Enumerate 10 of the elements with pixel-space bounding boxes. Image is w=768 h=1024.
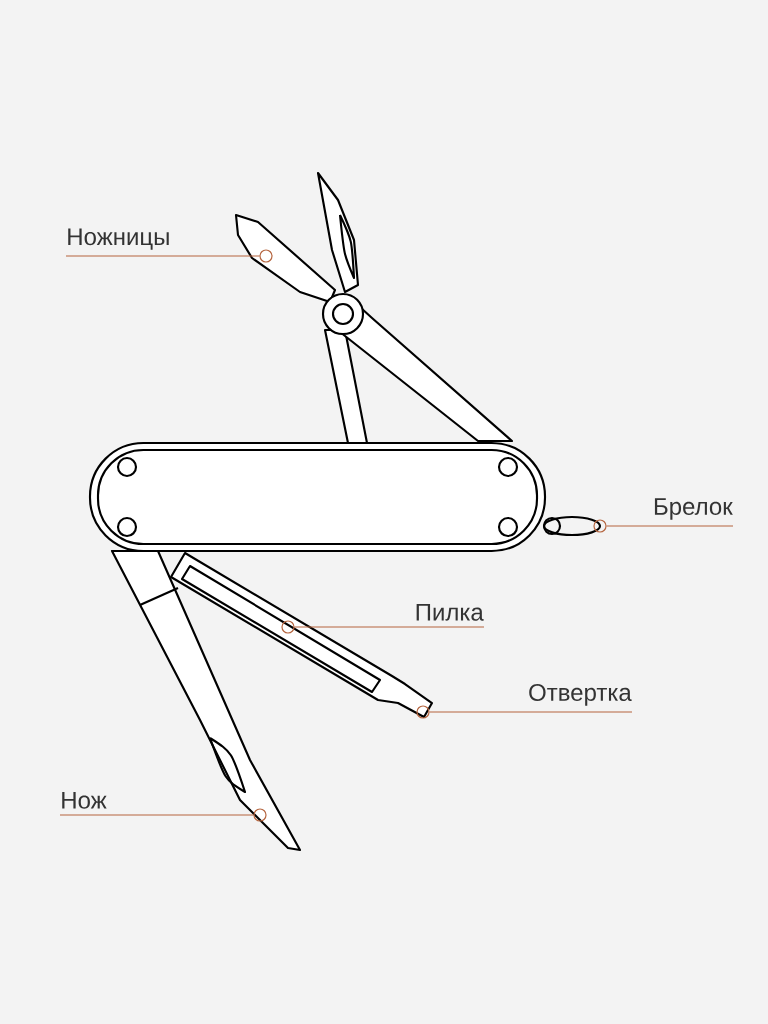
part-label: Отвертка (529, 684, 632, 706)
part-label: Брелок (654, 498, 733, 520)
part-label: Пилка (416, 604, 484, 621)
part-label: Нож (62, 792, 107, 809)
leader-line (65, 255, 260, 257)
leader-line (429, 711, 633, 713)
leader-line (59, 814, 254, 816)
leader-line (294, 626, 485, 628)
leader-line (606, 525, 734, 527)
part-label: Ножницы (68, 228, 169, 250)
